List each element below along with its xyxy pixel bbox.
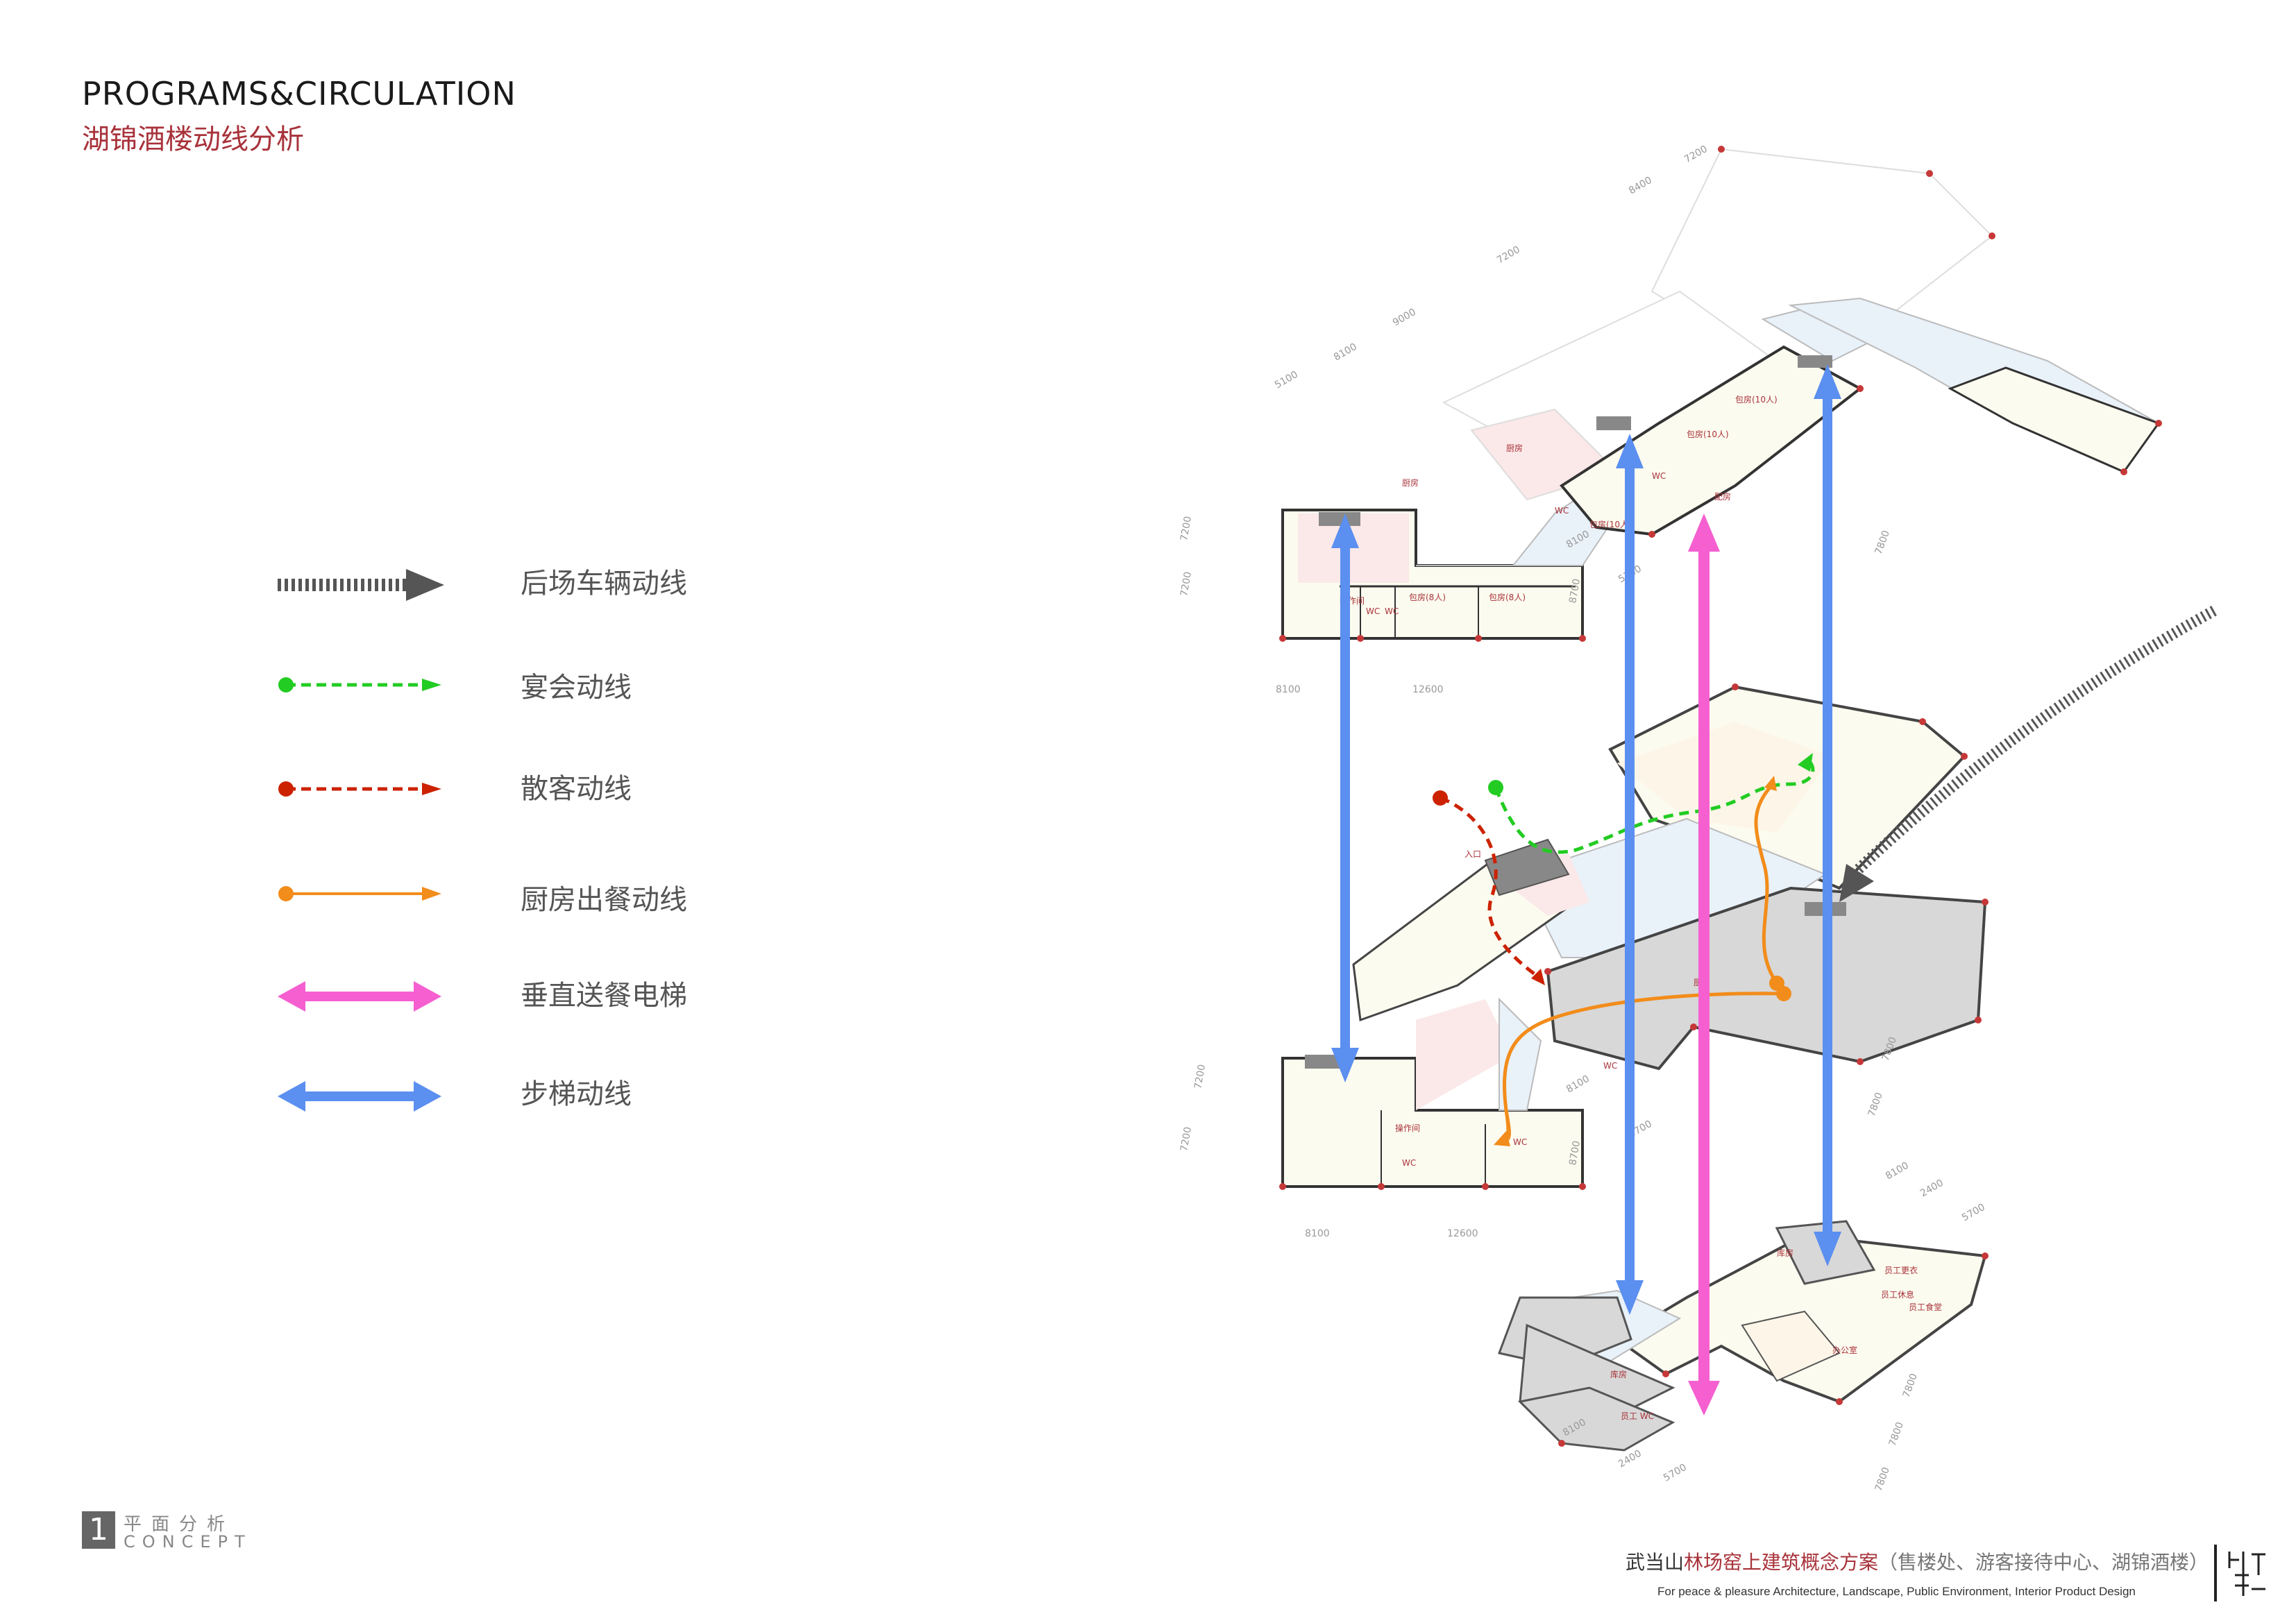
dim-top-top-1: 5100	[1273, 369, 1300, 391]
room-label: 员工 WC	[1621, 1411, 1654, 1421]
dim-mid-right-4: 7800	[1866, 1091, 1885, 1118]
room-label: WC	[1366, 606, 1380, 616]
logo-divider	[2214, 1545, 2217, 1601]
legend-label-service-vehicle: 后场车辆动线	[521, 568, 687, 600]
legend-label-walkin-guest: 散客动线	[521, 773, 632, 805]
room-label: 包房(10人)	[1735, 394, 1778, 405]
room-label: 办公室	[1832, 1345, 1857, 1355]
section-title-cn: 平面分析	[124, 1514, 235, 1535]
flow-food-elevator	[1688, 513, 1720, 1416]
dim-mid-right-5: 8700	[1567, 1140, 1582, 1166]
dim-bot-right-1: 7800	[1901, 1372, 1920, 1399]
flow-kitchen-serving	[1494, 776, 1791, 1146]
dim-top-left-2: 7200	[1179, 571, 1194, 597]
floor-plan-middle	[1281, 685, 1987, 1188]
dim-top-bottom-1: 8100	[1276, 684, 1301, 695]
stair-arrow-right	[1814, 364, 1841, 1266]
room-label: 包房(8人)	[1409, 592, 1446, 602]
room-labels: 操作间 WC WC 包房(8人) 包房(8人) 包房(10人) 包房(10人) …	[1340, 394, 1942, 1421]
legend-symbol-service-vehicle	[276, 569, 444, 601]
section-title-en: CONCEPT	[124, 1532, 252, 1552]
dim-mid-right-1: 8100	[1564, 1073, 1592, 1096]
legend-label-food-elevator: 垂直送餐电梯	[521, 980, 687, 1012]
room-label: WC	[1603, 1061, 1617, 1071]
room-label: 员工食堂	[1909, 1302, 1942, 1312]
firm-tagline: For peace & pleasure Architecture, Lands…	[1657, 1585, 2136, 1598]
dim-bot-bottom-2: 2400	[1617, 1448, 1644, 1470]
room-label: 包房(10人)	[1589, 519, 1632, 529]
dim-top-right-4: 8700	[1567, 578, 1582, 604]
dim-bot-bottom-3: 5700	[1662, 1462, 1689, 1484]
dim-mid-left-2: 7200	[1179, 1126, 1194, 1153]
room-label: 包房(8人)	[1489, 592, 1526, 602]
room-label: 配房	[1714, 491, 1731, 502]
room-label: 员工更衣	[1884, 1265, 1918, 1275]
room-label: 操作间	[1395, 1123, 1420, 1133]
room-label: WC	[1385, 606, 1399, 616]
room-label: 员工休息	[1881, 1289, 1914, 1300]
room-label: 厨房	[1402, 477, 1419, 488]
legend-symbol-banquet	[278, 677, 441, 692]
flow-walkin	[1433, 790, 1545, 985]
legend-label-stair: 步梯动线	[521, 1078, 632, 1110]
project-title-part-a: 武当山	[1626, 1551, 1685, 1574]
page-subtitle: 湖锦酒楼动线分析	[82, 124, 304, 155]
dim-top-top-2: 8100	[1332, 341, 1359, 364]
dim-mid-bottom-2: 12600	[1447, 1228, 1478, 1239]
dim-bot-top-2: 2400	[1918, 1178, 1945, 1200]
legend-label-kitchen-serving: 厨房出餐动线	[521, 884, 687, 916]
stair-arrow-left	[1331, 513, 1359, 1082]
legend-symbol-food-elevator	[278, 981, 441, 1012]
stair-arrow-middle	[1616, 434, 1644, 1315]
dim-bot-top-1: 8100	[1884, 1160, 1911, 1182]
dim-top-top-6: 7200	[1682, 144, 1710, 166]
dim-bot-top-3: 5700	[1960, 1202, 1987, 1224]
dim-mid-bottom-1: 8100	[1305, 1228, 1330, 1239]
legend-symbols	[276, 569, 444, 1112]
room-label: WC	[1652, 471, 1666, 481]
dim-top-top-4: 7200	[1495, 244, 1522, 266]
room-label: 厨房	[1506, 443, 1523, 453]
floor-plan-top	[1281, 148, 2161, 640]
room-label: 包房(10人)	[1687, 429, 1729, 439]
project-title: 武当山林场窑上建筑概念方案（售楼处、游客接待中心、湖锦酒楼）	[1626, 1547, 2209, 1575]
legend-symbol-stair	[278, 1081, 441, 1112]
project-title-part-c: （售楼处、游客接待中心、湖锦酒楼）	[1878, 1551, 2209, 1574]
room-label: WC	[1513, 1137, 1527, 1147]
legend-symbol-kitchen	[278, 886, 441, 901]
legend-symbol-walkin	[278, 781, 441, 797]
dim-bot-right-2: 7800	[1887, 1420, 1906, 1447]
flow-banquet	[1488, 753, 1815, 854]
room-label: WC	[1402, 1158, 1416, 1168]
column-markers	[1279, 146, 2162, 1447]
flow-service-vehicle	[1839, 605, 2217, 902]
dim-top-right-3: 7800	[1873, 529, 1892, 556]
dim-mid-left-1: 7200	[1192, 1064, 1208, 1090]
dim-top-top-5: 8400	[1627, 175, 1654, 197]
flow-stair	[1331, 364, 1841, 1315]
room-label: 库房	[1610, 1369, 1627, 1379]
dim-top-bottom-2: 12600	[1412, 684, 1444, 695]
room-label: WC	[1555, 506, 1569, 516]
page-number: 1	[82, 1511, 115, 1549]
page-title: PROGRAMS&CIRCULATION	[82, 75, 516, 112]
dim-bot-right-3: 7800	[1873, 1465, 1892, 1493]
project-title-part-b: 林场窑上建筑概念方案	[1684, 1551, 1879, 1574]
legend-label-banquet: 宴会动线	[521, 672, 632, 704]
dim-top-left-1: 7200	[1179, 516, 1194, 542]
floor-plan-bottom	[1497, 1220, 1987, 1452]
firm-logo-icon	[2228, 1552, 2265, 1596]
dim-top-top-3: 9000	[1391, 307, 1418, 329]
room-label: 库房	[1777, 1248, 1793, 1258]
room-label: 入口	[1464, 849, 1481, 859]
